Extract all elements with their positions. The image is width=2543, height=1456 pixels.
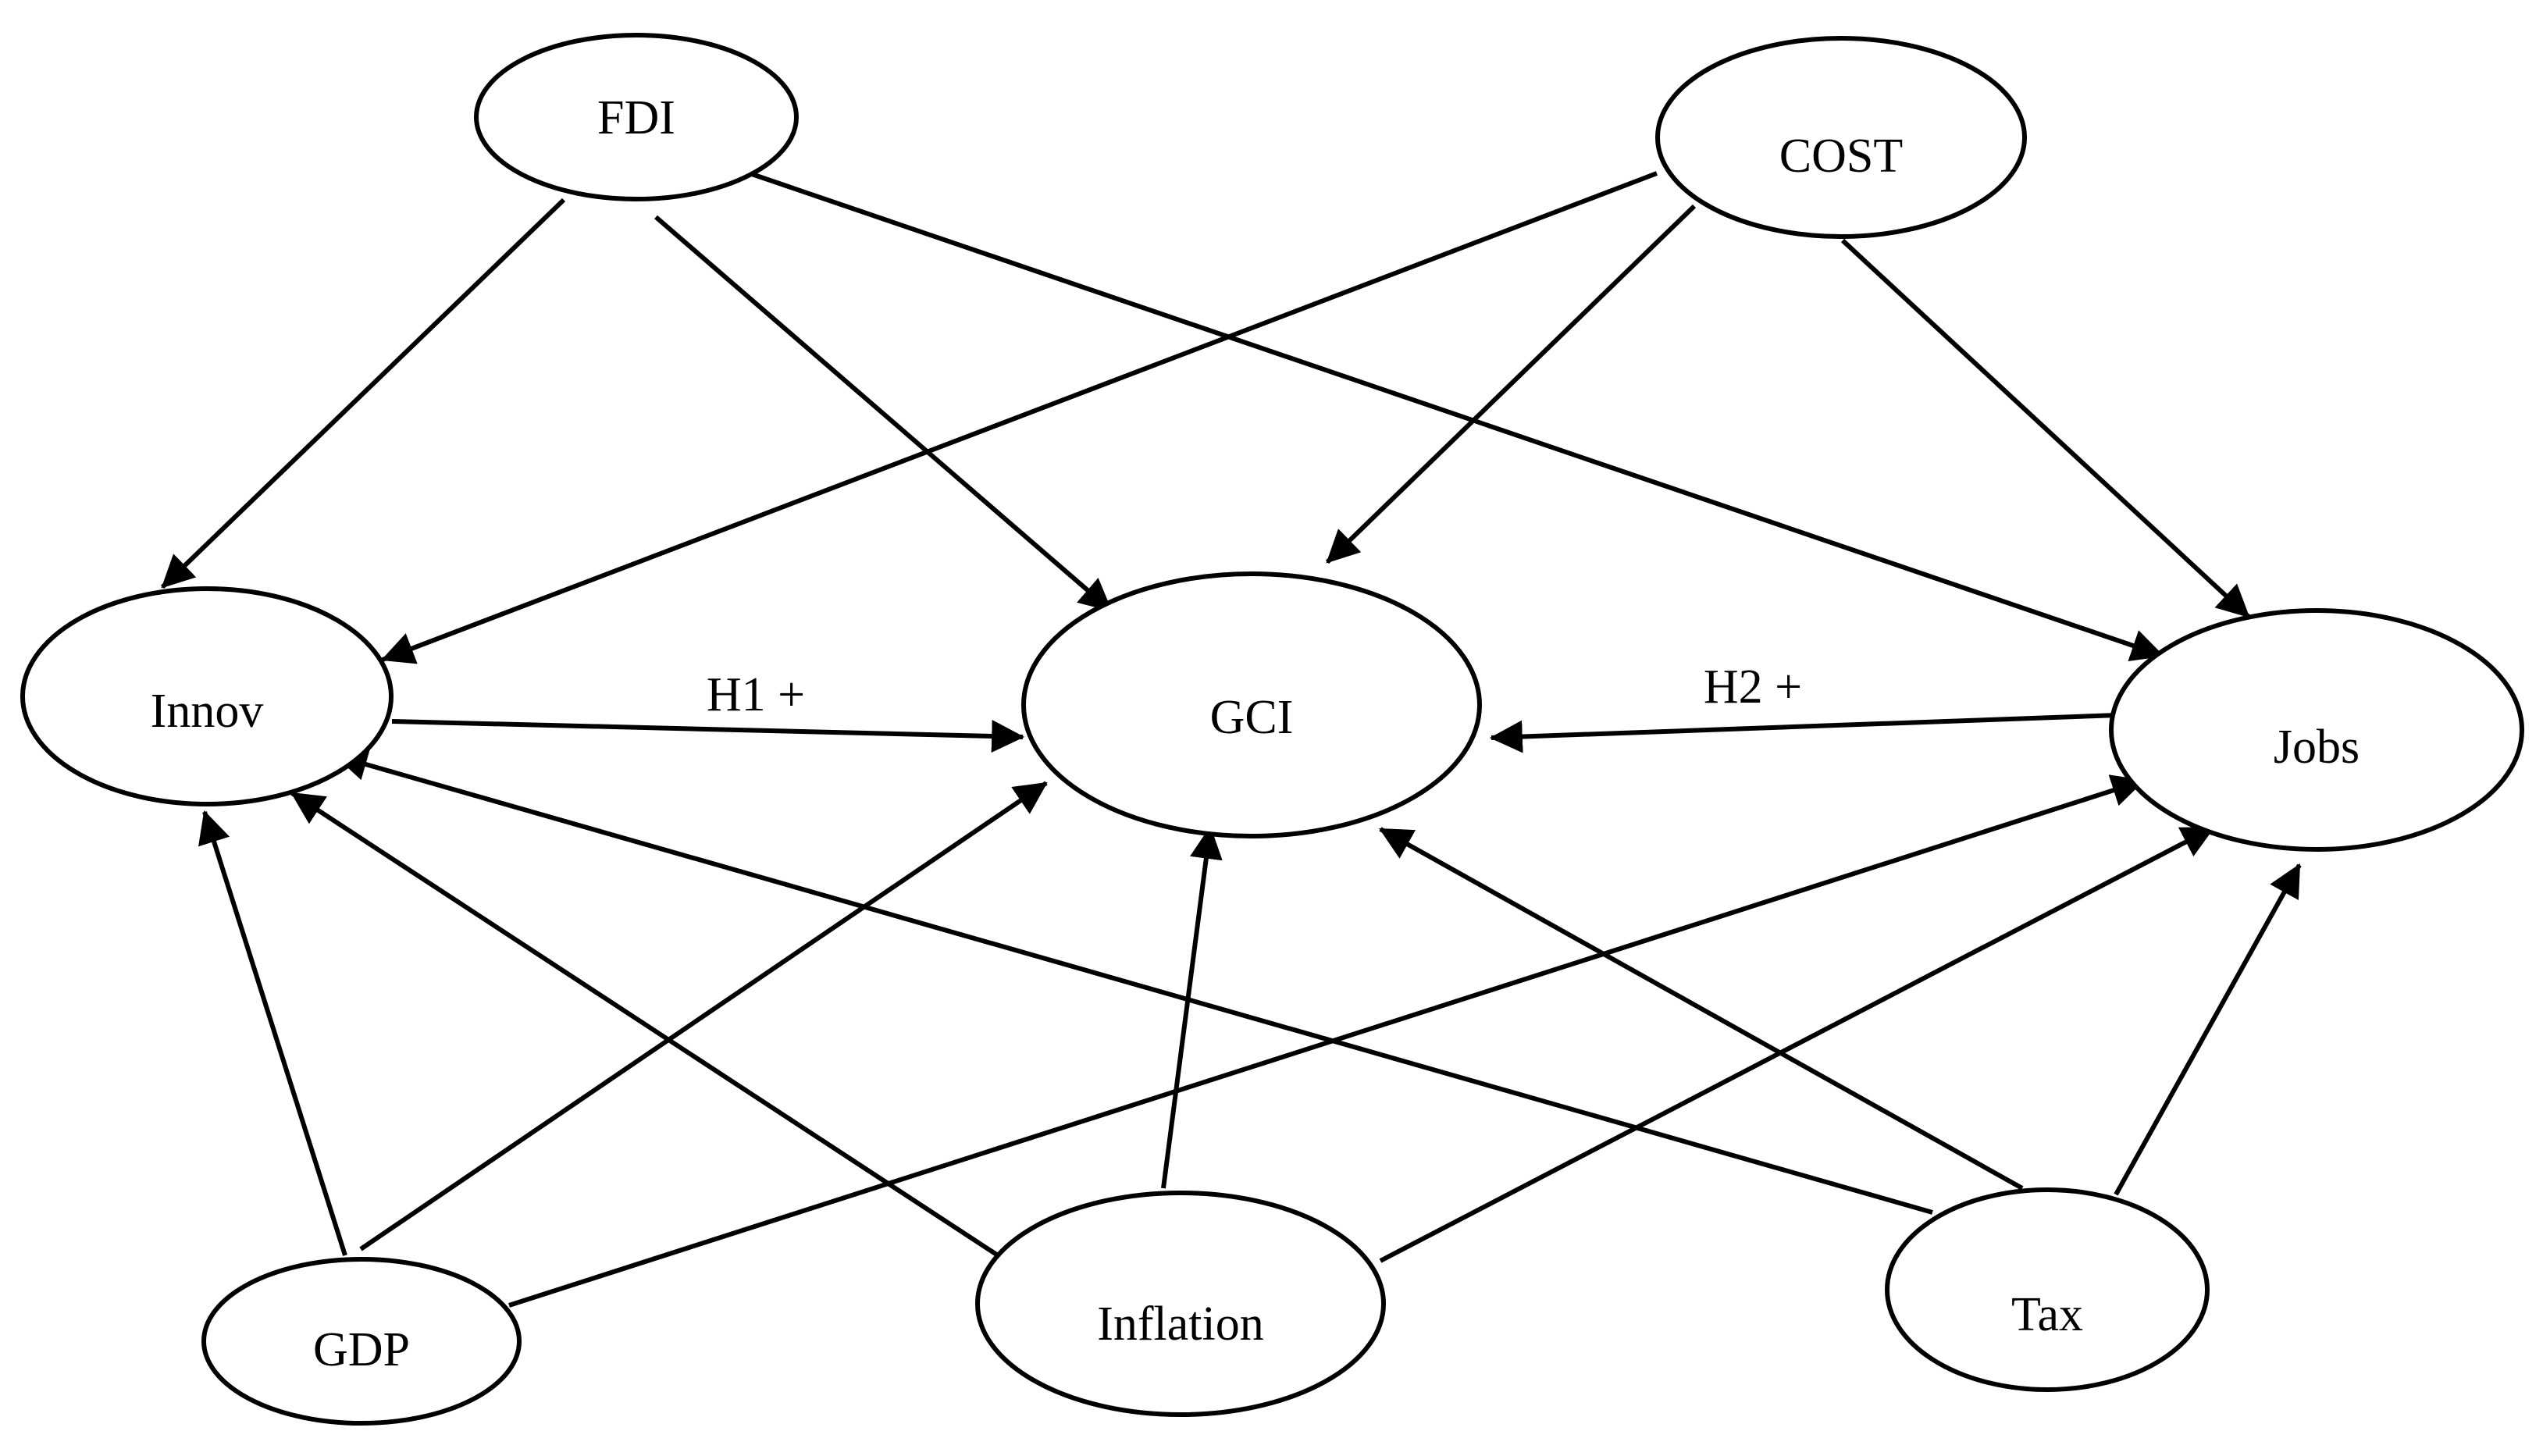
node-label-cost: COST	[1779, 130, 1903, 183]
edge-cost-gci	[1325, 204, 1697, 564]
edge-gdp-gci	[359, 781, 1048, 1251]
edge-jobs-gci	[1489, 712, 2140, 753]
edge-inflation-innov	[290, 791, 999, 1258]
node-label-gci: GCI	[1210, 691, 1294, 744]
edge-gdp-jobs	[508, 774, 2145, 1308]
node-label-gdp: GDP	[313, 1323, 410, 1376]
node-tax: Tax	[1885, 1187, 2210, 1392]
edge-tax-gci	[1379, 827, 2024, 1191]
edge-tax-jobs	[2114, 863, 2302, 1196]
node-label-inflation: Inflation	[1097, 1298, 1264, 1351]
node-label-innov: Innov	[151, 685, 264, 738]
node-gci: GCI	[1021, 571, 1482, 838]
node-fdi: FDI	[474, 33, 799, 201]
edge-cost-innov	[381, 171, 1658, 664]
edge-inflation-jobs	[1379, 825, 2215, 1263]
node-label-fdi: FDI	[597, 91, 675, 144]
node-cost: COST	[1655, 36, 2027, 239]
edge-fdi-jobs	[749, 171, 2164, 661]
node-label-tax: Tax	[2011, 1288, 2083, 1341]
node-label-jobs: Jobs	[2274, 721, 2360, 774]
edge-cost-jobs	[1840, 238, 2251, 619]
node-gdp: GDP	[201, 1257, 522, 1426]
edge-inflation-gci	[1161, 825, 1223, 1189]
node-jobs: Jobs	[2109, 608, 2524, 852]
edge-labels: H1 + H2 +	[707, 660, 1802, 721]
edge-gdp-innov	[198, 810, 347, 1256]
edge-innov-gci	[391, 719, 1025, 753]
edge-label-h2: H2 +	[1704, 660, 1802, 714]
node-inflation: Inflation	[975, 1191, 1386, 1417]
edges	[160, 171, 2302, 1308]
edge-fdi-innov	[160, 198, 566, 589]
edge-label-h1: H1 +	[707, 668, 805, 721]
edge-fdi-gci	[654, 215, 1113, 613]
node-innov: Innov	[20, 586, 394, 806]
edge-tax-innov	[333, 748, 1933, 1215]
